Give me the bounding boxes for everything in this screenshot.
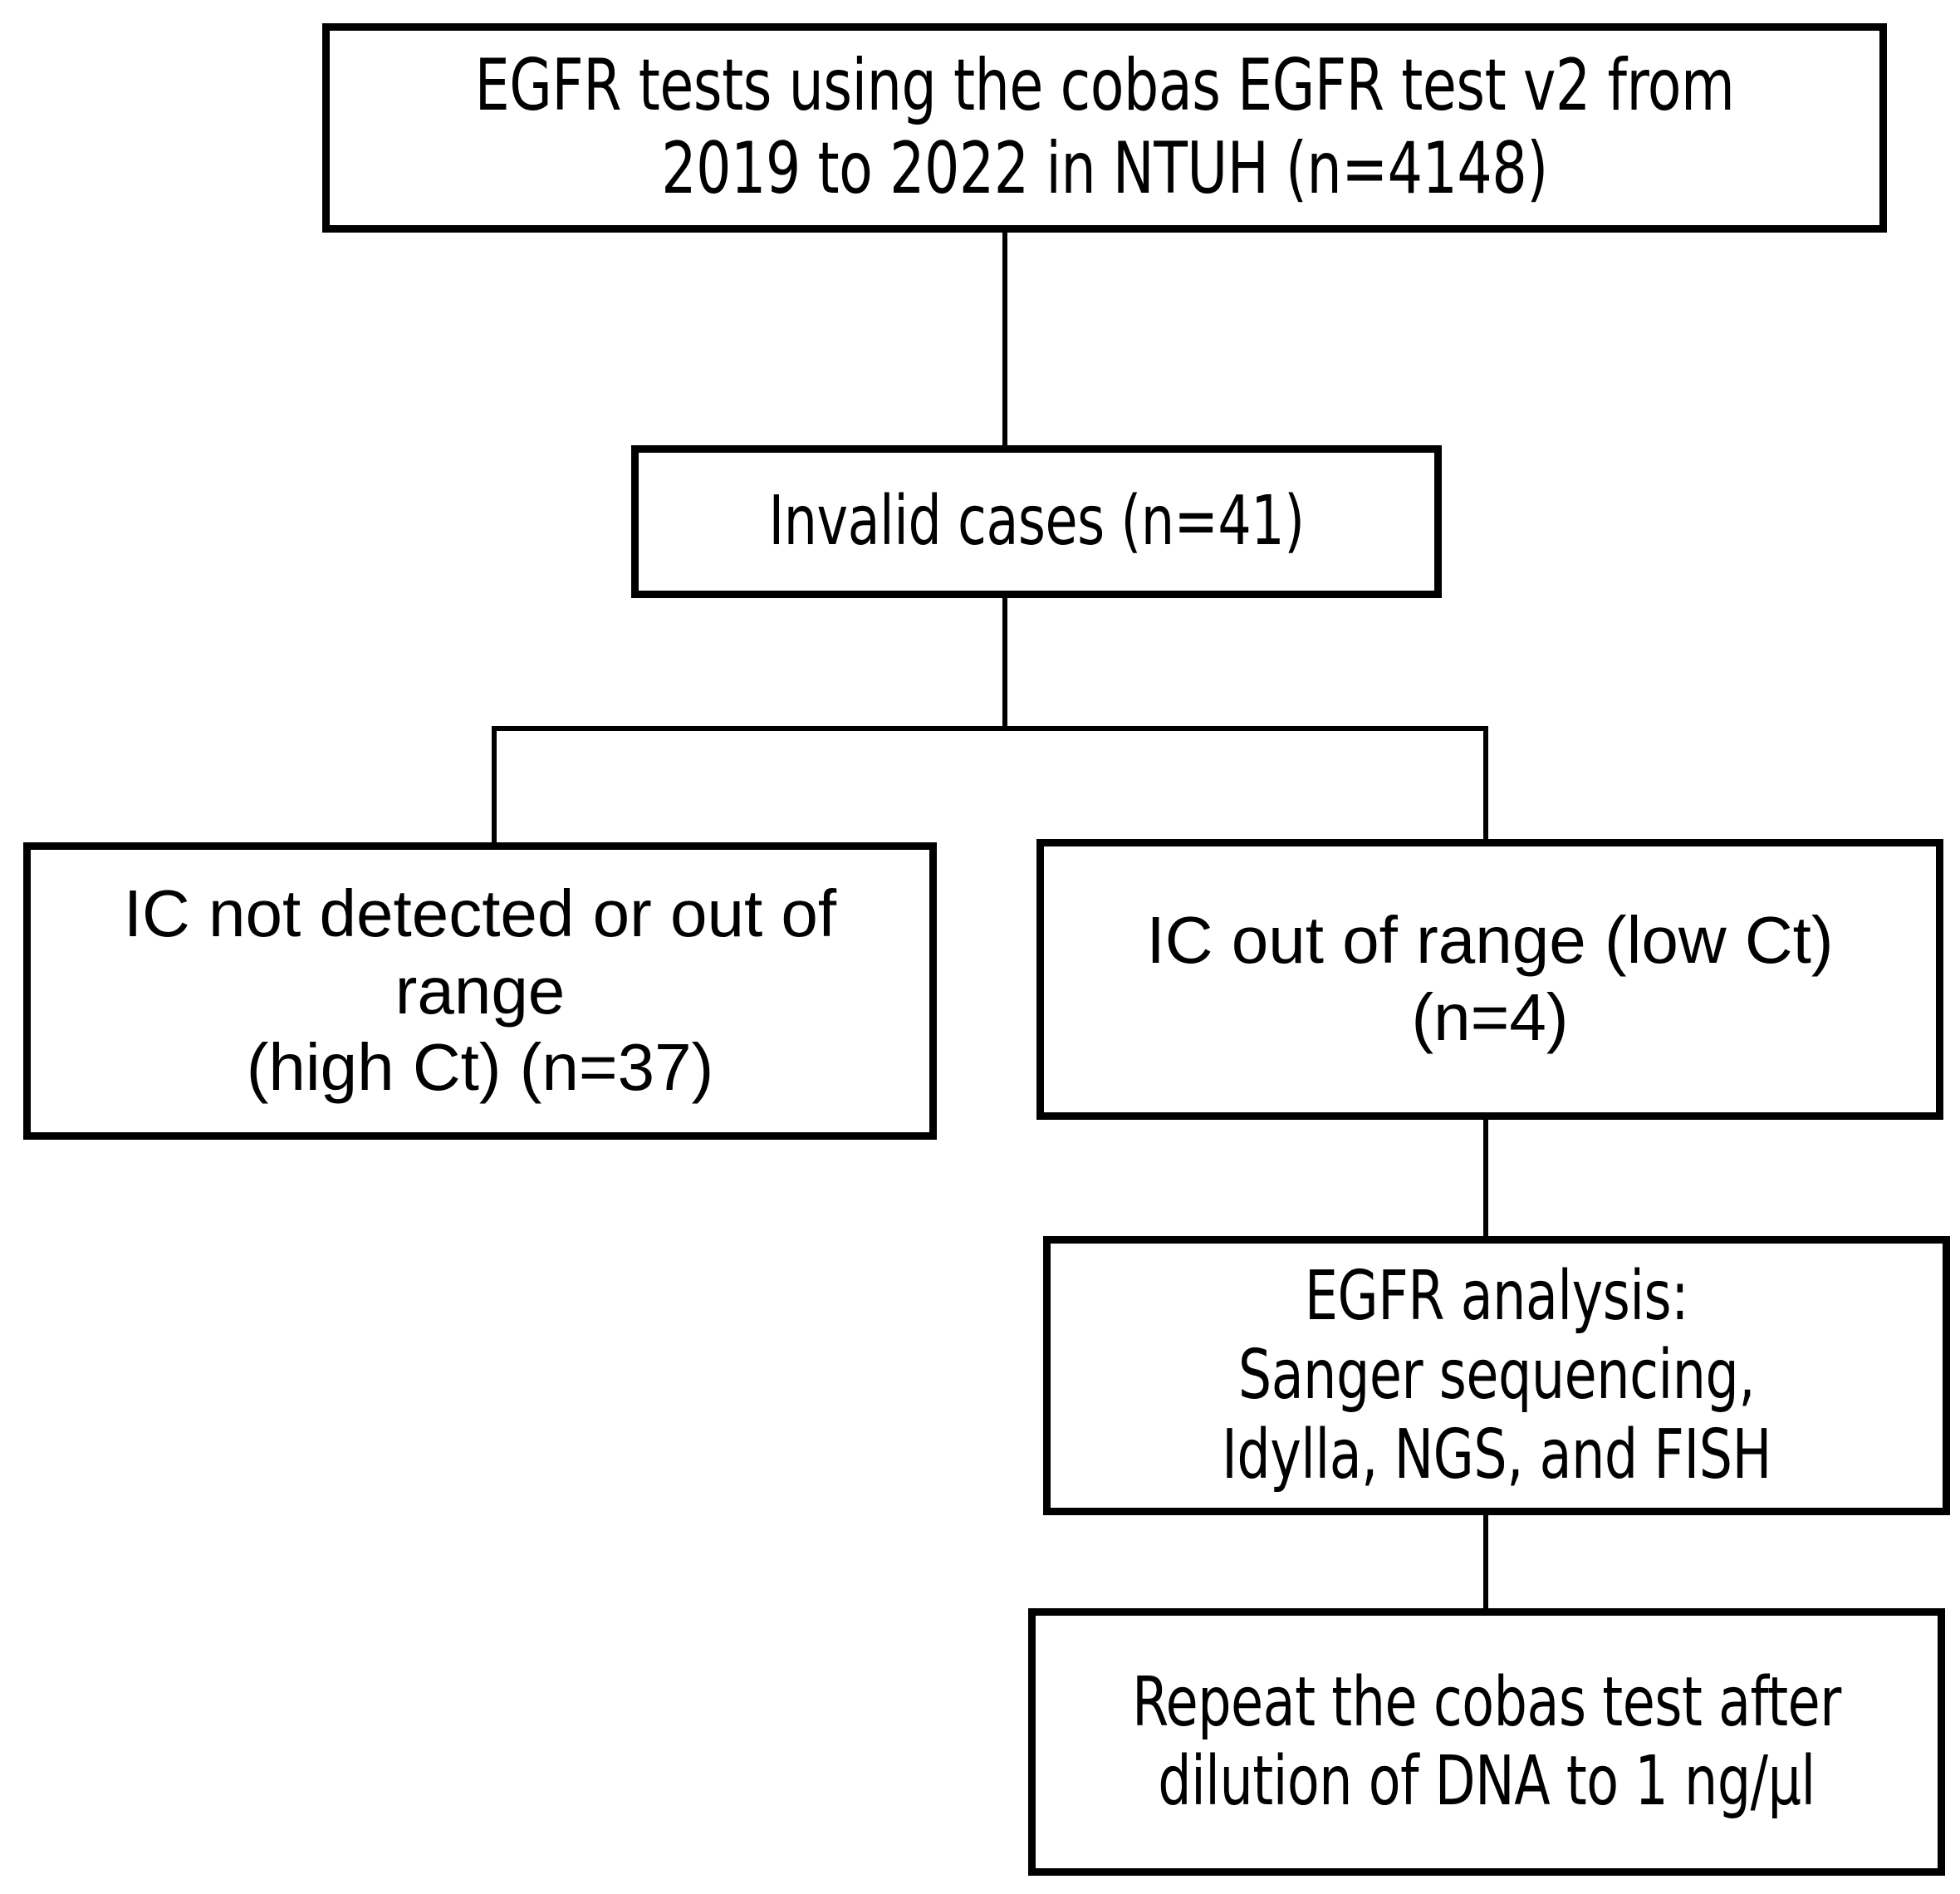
connector-ic-low-to-egfr-analysis (1483, 1120, 1488, 1238)
connector-invalid-stem (1002, 598, 1007, 729)
flow-node-source-cohort-label: EGFR tests using the cobas EGFR test v2 … (474, 44, 1735, 210)
flow-node-source-cohort: EGFR tests using the cobas EGFR test v2 … (322, 23, 1887, 233)
flow-node-invalid-cases: Invalid cases (n=41) (631, 445, 1442, 598)
flow-node-repeat-cobas-test: Repeat the cobas test after dilution of … (1028, 1608, 1945, 1876)
connector-split-to-ic-low (1483, 726, 1488, 842)
flow-node-egfr-analysis-label: EGFR analysis: Sanger sequencing, Idylla… (1222, 1257, 1771, 1494)
connector-egfr-analysis-to-repeat (1483, 1515, 1488, 1610)
flow-node-ic-out-of-range-low-ct-label: IC out of range (low Ct) (n=4) (1146, 903, 1834, 1054)
connector-source-to-invalid (1002, 233, 1007, 447)
flow-node-invalid-cases-label: Invalid cases (n=41) (768, 482, 1305, 562)
flow-node-ic-not-detected-high-ct-label: IC not detected or out of range (high Ct… (123, 876, 837, 1105)
connector-split-to-ic-high (492, 726, 497, 846)
flow-node-ic-out-of-range-low-ct: IC out of range (low Ct) (n=4) (1036, 839, 1943, 1120)
flow-node-repeat-cobas-test-label: Repeat the cobas test after dilution of … (1132, 1662, 1841, 1821)
flow-node-ic-not-detected-high-ct: IC not detected or out of range (high Ct… (23, 842, 937, 1140)
connector-split-bar (492, 726, 1488, 731)
flow-node-egfr-analysis: EGFR analysis: Sanger sequencing, Idylla… (1043, 1236, 1950, 1515)
